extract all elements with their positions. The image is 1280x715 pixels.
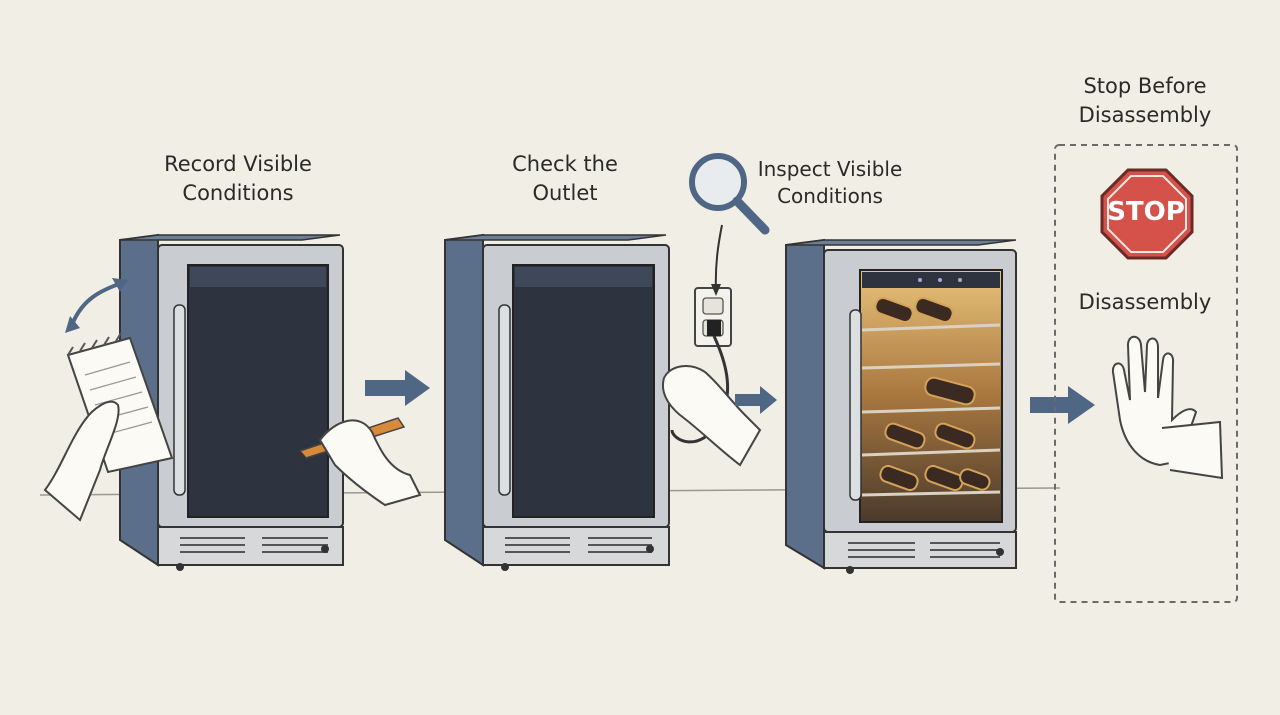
wine-fridge-closed-2 [444,233,670,571]
flow-arrow-2 [735,386,777,414]
step-label-inspect-visible-conditions: Inspect Visible Conditions [757,157,903,208]
flow-arrow-3 [1030,386,1095,424]
hand-on-door [662,365,762,467]
wine-fridge-inspect [785,238,1017,574]
hand-holding-notepad [43,400,120,522]
step-label-stop-before-disassembly: Stop Before Disassembly [1078,74,1212,127]
step-label-record-visible-conditions: Record Visible Conditions [164,152,312,205]
step-label-check-outlet: Check the Outlet [512,152,618,205]
stop-sign-text: STOP [1107,197,1185,227]
magnifier-icon [689,153,770,235]
stop-sign-icon [1100,168,1194,260]
flow-arrow-1 [365,370,430,406]
wine-fridge-closed-1 [119,233,344,571]
rotate-arrow-icon [68,280,126,331]
disassembly-caption: Disassembly [1078,290,1212,314]
hand-writing [318,419,422,507]
stop-panel-frame [1054,144,1238,603]
